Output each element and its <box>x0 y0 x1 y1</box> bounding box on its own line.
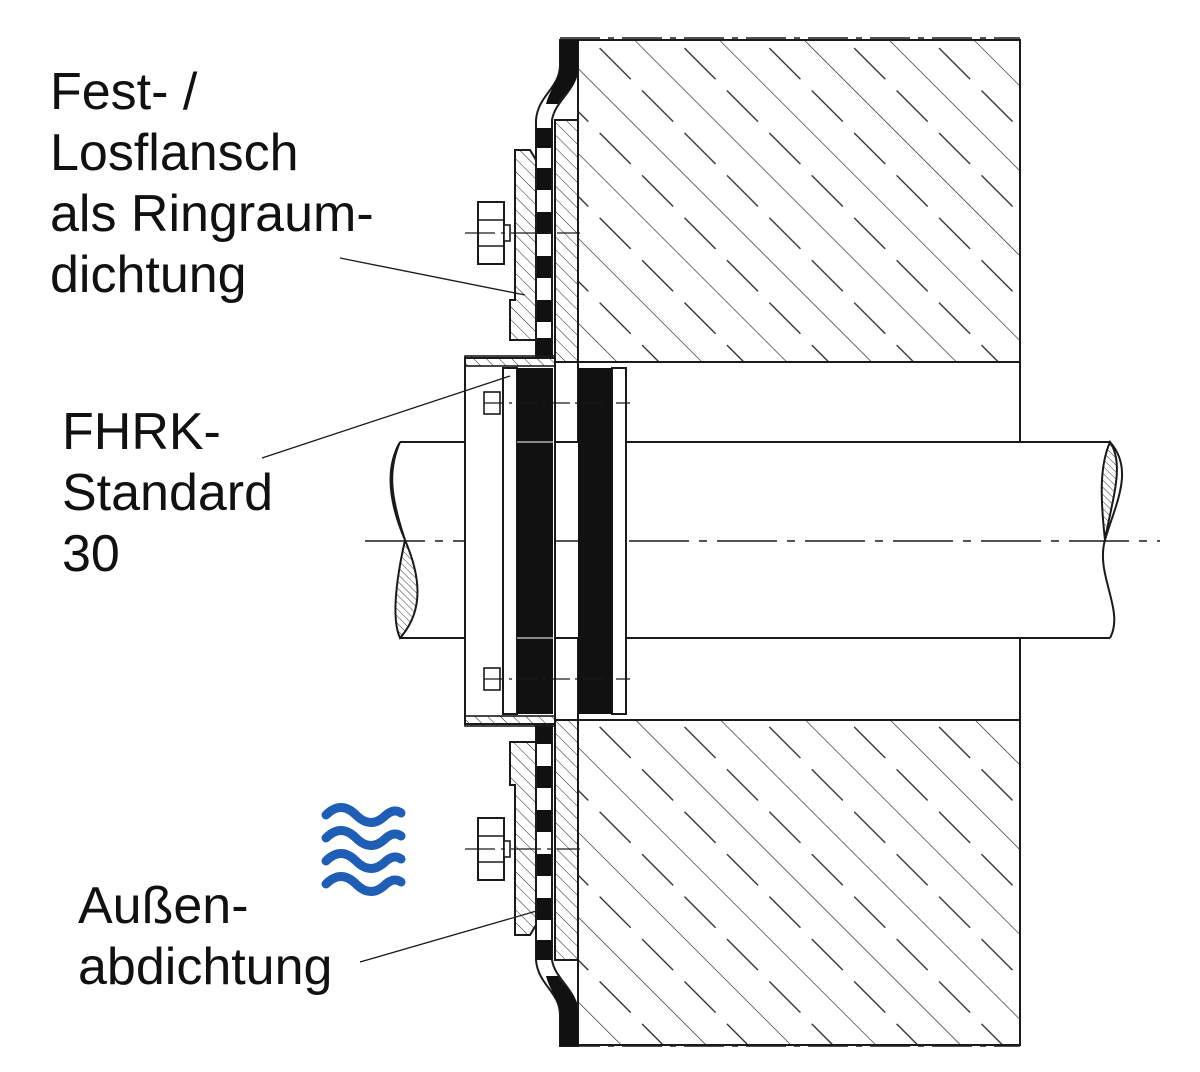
pipe-break-left <box>389 441 419 640</box>
fhrk-rubber-right <box>578 368 612 714</box>
water-waves-icon <box>321 803 406 896</box>
label-fhrk-line-3: 30 <box>62 525 120 583</box>
label-outer-seal: Außen- abdichtung <box>78 876 332 998</box>
label-fhrk-line-1: FHRK- <box>62 403 221 461</box>
bolt-upper <box>465 201 580 265</box>
fhrk-seal-insert <box>464 355 630 727</box>
membrane-upper-fill <box>546 40 578 104</box>
flange-plate-lower <box>554 719 579 961</box>
label-outer-seal-line-2: abdichtung <box>78 938 333 996</box>
label-flange-line-2: Losflansch <box>50 124 299 182</box>
bolt-lower <box>465 817 580 881</box>
flange-plate <box>554 119 579 961</box>
wall-upper-block <box>577 39 1021 363</box>
fhrk-sleeve-top <box>464 355 556 367</box>
label-fhrk-line-2: Standard <box>62 464 274 522</box>
loose-flange-upper <box>509 149 537 341</box>
loose-flange-lower <box>509 741 537 936</box>
fhrk-rubber-left <box>517 368 553 714</box>
label-flange-line-1: Fest- / <box>50 63 198 121</box>
fhrk-sleeve-bottom <box>464 715 556 727</box>
pipe-break-right-inner <box>1100 439 1118 541</box>
label-flange: Fest- / Losflansch als Ringraum- dichtun… <box>50 62 374 306</box>
label-flange-line-4: dichtung <box>50 246 247 304</box>
leader-outer-seal <box>359 909 541 963</box>
label-flange-line-3: als Ringraum- <box>50 185 374 243</box>
label-fhrk: FHRK- Standard 30 <box>62 402 273 585</box>
fhrk-pressure-plate-right <box>611 367 627 715</box>
leader-lines <box>261 257 541 963</box>
leader-fhrk <box>261 375 511 459</box>
wall-lower-block <box>577 719 1021 1046</box>
label-outer-seal-line-1: Außen- <box>78 877 249 935</box>
leader-flange <box>339 257 526 296</box>
loose-flange <box>509 149 537 936</box>
flange-plate-upper <box>554 119 579 363</box>
membrane-lower-fill <box>546 976 578 1046</box>
fhrk-pressure-plate-left <box>502 367 518 715</box>
